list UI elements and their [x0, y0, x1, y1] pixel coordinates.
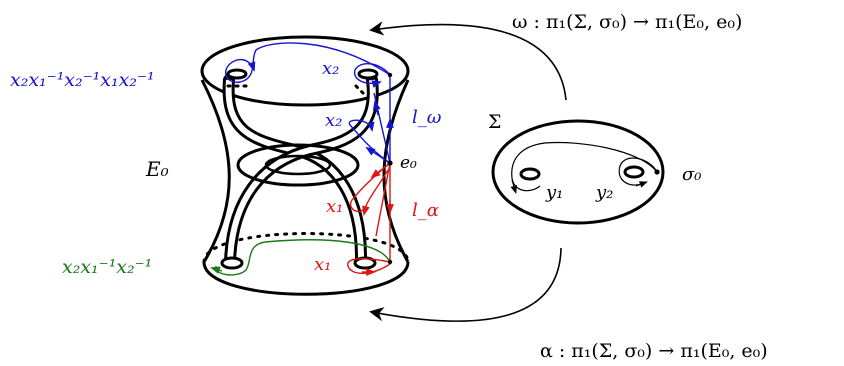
alpha-map-label: α : π₁(Σ, σ₀) → π₁(E₀, e₀) — [540, 340, 768, 362]
sigma-hole-right — [623, 165, 645, 179]
red-x1-mid-loop — [349, 162, 391, 213]
E0-label: E₀ — [145, 157, 169, 181]
loop-y2 — [618, 157, 658, 186]
bottom-boundary-back — [202, 232, 410, 264]
word-bottom-label: x₂x₁⁻¹x₂⁻¹ — [62, 256, 152, 278]
sigma-outline — [491, 119, 665, 225]
x1-mid-label: x₁ — [326, 196, 343, 217]
surface-sigma — [491, 119, 665, 225]
red-loops — [347, 162, 394, 276]
green-word-loop — [215, 239, 391, 276]
e0-label: e₀ — [400, 153, 417, 173]
omega-map-label: ω : π₁(Σ, σ₀) → π₁(E₀, e₀) — [512, 11, 742, 33]
hole-top-left — [226, 68, 248, 80]
green-loop — [210, 239, 391, 276]
hole-top-right — [357, 68, 379, 80]
y2-label: y₂ — [595, 182, 613, 203]
hole-bottom-left — [220, 256, 244, 270]
blue-x2-top-loop — [353, 63, 391, 88]
bottom-boundary-front — [202, 261, 410, 296]
blue-word-loop — [224, 42, 391, 83]
x1-bottom-label: x₁ — [314, 254, 331, 275]
hole-bottom-right — [353, 256, 377, 270]
loop-y1 — [511, 141, 658, 192]
basepoint-sigma0 — [654, 169, 660, 175]
l-omega-label: l_ω — [412, 107, 442, 128]
arrow-alpha — [369, 247, 562, 322]
Sigma-label: Σ — [488, 111, 501, 133]
cobordism-E0 — [200, 35, 410, 296]
left-wall — [200, 79, 231, 263]
sigma0-label: σ₀ — [682, 164, 702, 185]
x2-top-label: x₂ — [322, 58, 339, 79]
sigma-hole-left — [519, 167, 541, 181]
blue-loops — [224, 42, 394, 164]
top-boundary — [200, 35, 410, 107]
basepoint-e0 — [387, 160, 393, 166]
arrow-omega — [369, 21, 567, 101]
l-alpha-label: l_α — [412, 200, 439, 221]
x2-mid-label: x₂ — [325, 110, 342, 131]
word-top-label: x₂x₁⁻¹x₂⁻¹x₁x₂⁻¹ — [10, 69, 155, 91]
y1-label: y₁ — [545, 182, 563, 203]
